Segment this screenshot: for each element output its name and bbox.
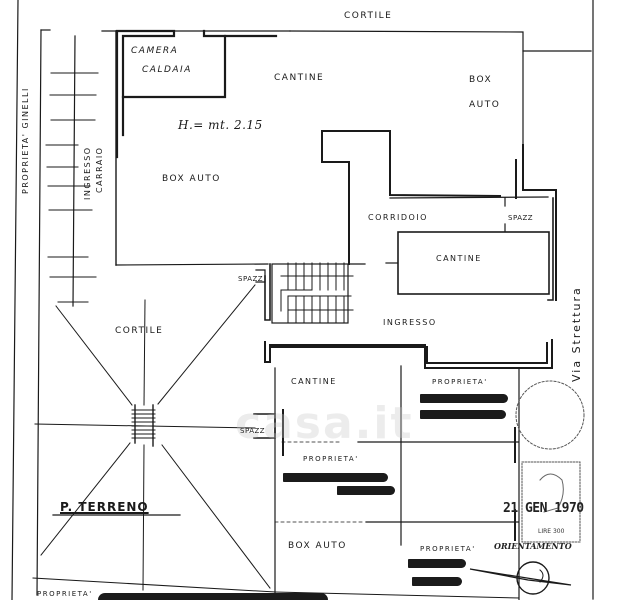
label-via-strettura: Via Strettura <box>570 286 583 382</box>
label-cantine-bottom: CANTINE <box>291 377 337 386</box>
height-note: H.= mt. 2.15 <box>178 118 263 132</box>
label-box-right: BOX <box>469 75 493 85</box>
plan-title: P. TERRENO <box>60 500 149 514</box>
label-ingresso-carraio-1: INGRESSO <box>83 146 92 200</box>
stamp-date: 21 GEN 1970 <box>503 501 584 516</box>
label-box-auto-main: BOX AUTO <box>162 174 221 184</box>
stamp-value: LIRE 300 <box>538 528 565 535</box>
redacted-owner-name <box>412 577 462 586</box>
redacted-owner-name <box>337 486 395 495</box>
label-caldaia: CALDAIA <box>142 65 192 75</box>
label-corridoio: CORRIDOIO <box>368 213 428 222</box>
label-spazz-stairs: SPAZZ <box>238 275 264 283</box>
orientation-label: ORIENTAMENTO <box>494 541 572 551</box>
label-cantine-top: CANTINE <box>274 73 325 83</box>
redacted-owner-name <box>420 394 508 403</box>
driveway-center-line <box>72 35 76 307</box>
label-cortile-left: CORTILE <box>115 326 164 336</box>
driveway-left-line <box>36 29 42 596</box>
label-proprieta-1: PROPRIETA' <box>432 378 488 386</box>
official-stamp-circle <box>515 380 585 450</box>
label-camera: CAMERA <box>131 46 179 56</box>
revenue-stamp <box>521 461 581 543</box>
compass-rose <box>516 561 550 595</box>
left-boundary-line <box>11 0 19 600</box>
redacted-owner-name <box>283 473 388 482</box>
label-proprieta-ginelli: PROPRIETA' GINELLI <box>21 87 30 194</box>
label-spazz-bottom: SPAZZ <box>240 427 266 435</box>
label-spazz-top: SPAZZ <box>508 214 534 222</box>
label-ingresso-carraio-2: CARRAIO <box>95 146 104 193</box>
redacted-owner-name <box>408 559 466 568</box>
redacted-owner-name <box>420 410 506 419</box>
label-proprieta-2: PROPRIETA' <box>303 455 359 463</box>
label-proprieta-4: PROPRIETA' <box>37 590 93 598</box>
label-proprieta-3: PROPRIETA' <box>420 545 476 553</box>
label-cortile-top: CORTILE <box>344 11 393 21</box>
label-box-auto-bottom: BOX AUTO <box>288 541 347 551</box>
redacted-owner-name <box>98 593 328 600</box>
label-auto-right: AUTO <box>469 100 501 110</box>
watermark: casa.it <box>235 398 414 449</box>
label-cantine-mid: CANTINE <box>436 254 482 263</box>
label-ingresso: INGRESSO <box>383 318 437 327</box>
